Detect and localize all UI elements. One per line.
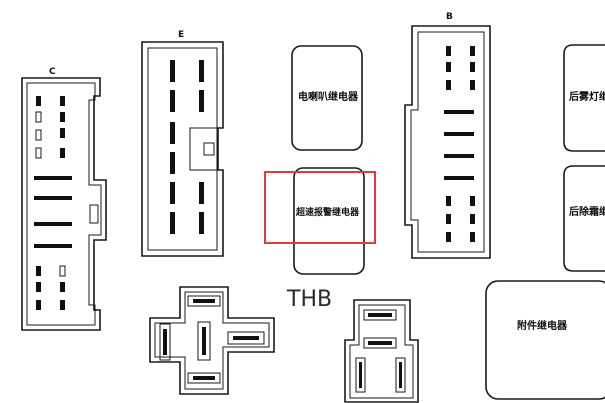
relay-rear-fog <box>563 44 605 152</box>
relay-accessory <box>485 280 605 400</box>
relay-rear-defrost-label: 后除霜继 <box>569 207 605 218</box>
bottom-socket <box>344 299 419 403</box>
relay-horn-label: 电喇叭继电器 <box>298 92 358 103</box>
connector-e-label: E <box>178 30 185 40</box>
relay-horn <box>291 45 363 151</box>
relay-overspeed-label: 超速报警继电器 <box>296 208 360 218</box>
watermark-text: THB <box>287 287 333 312</box>
connector-e <box>141 41 224 257</box>
cross-socket <box>149 286 275 395</box>
connector-b-label: B <box>446 12 453 22</box>
relay-rear-fog-label: 后雾灯继 <box>569 92 605 103</box>
relay-overspeed <box>293 167 365 275</box>
relay-accessory-label: 附件继电器 <box>517 321 567 332</box>
highlight-box <box>264 171 376 244</box>
connector-c-label: C <box>49 67 56 77</box>
relay-rear-defrost <box>563 165 605 272</box>
connector-b <box>404 25 491 259</box>
connector-c <box>21 77 107 331</box>
